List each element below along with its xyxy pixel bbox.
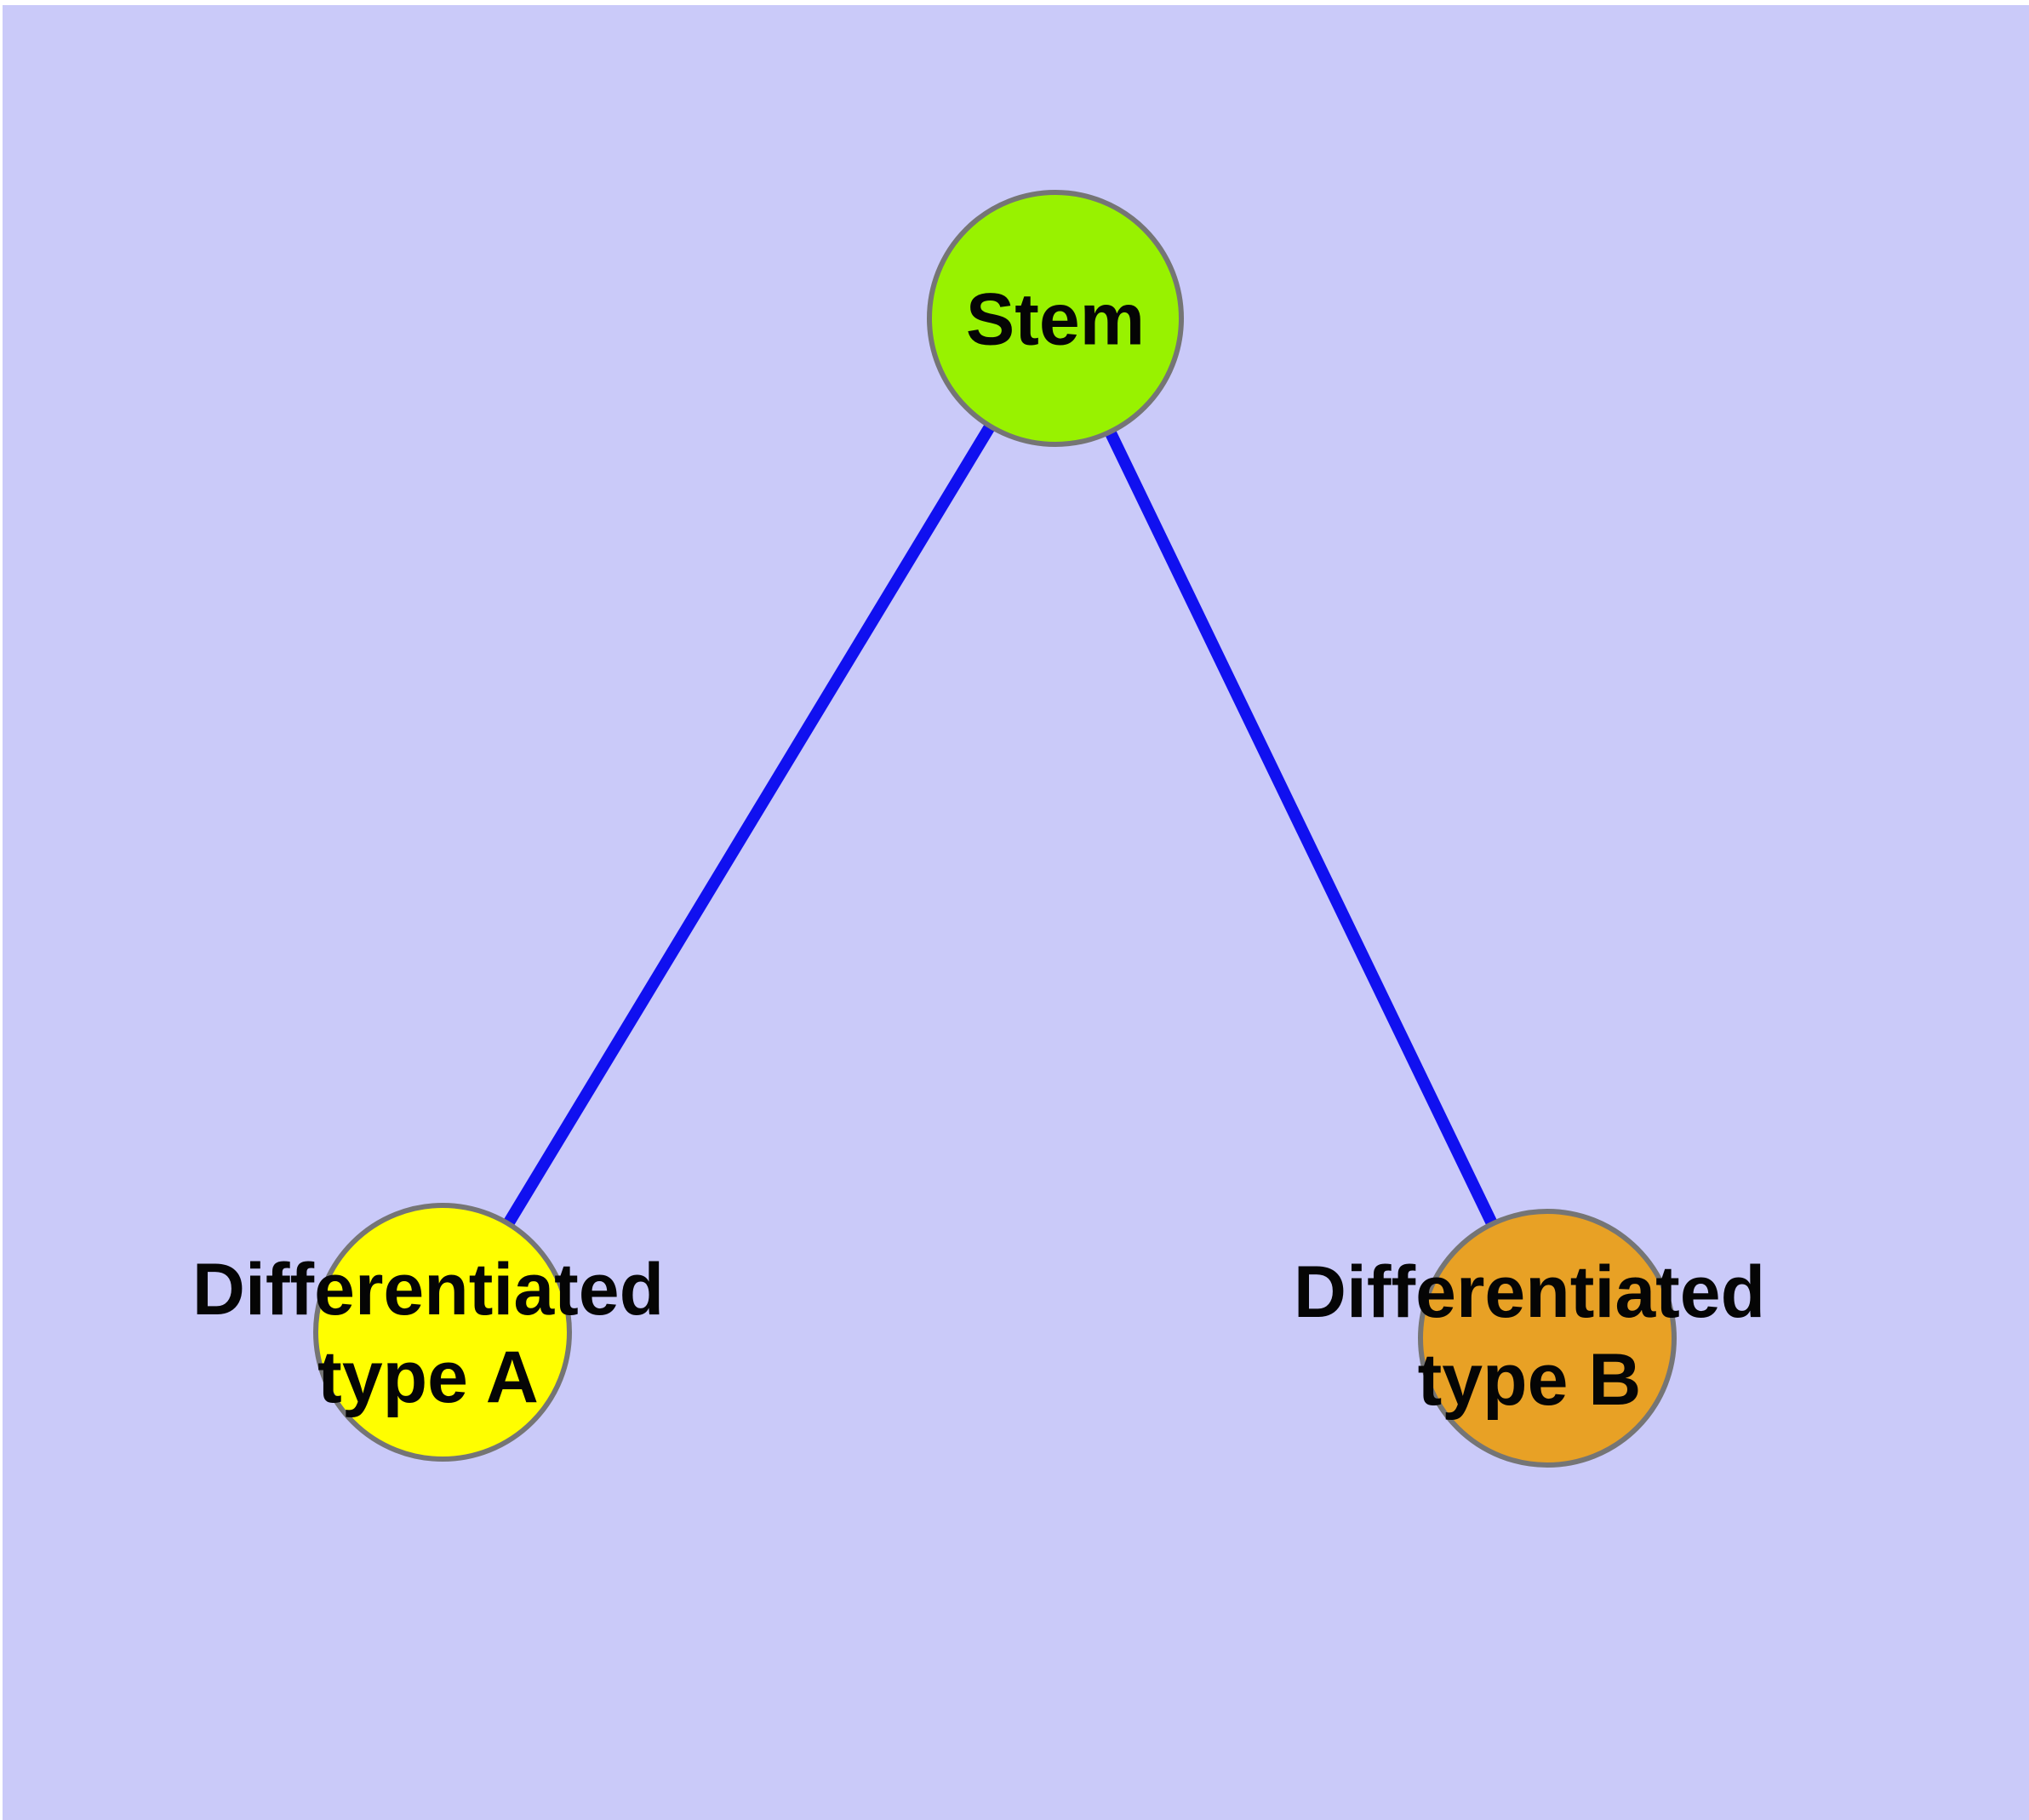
- node-differentiated-type-a: [313, 1203, 572, 1462]
- node-type-a-label-line-1: Differentiated: [191, 1248, 665, 1331]
- node-type-a-label-line-2: type A: [317, 1336, 539, 1418]
- node-type-b-label-line-2: type B: [1417, 1339, 1642, 1421]
- node-stem-label: Stem: [966, 276, 1145, 363]
- node-stem-label-line: Stem: [965, 278, 1146, 361]
- node-type-b-label: Differentiated type B: [1294, 1249, 1765, 1424]
- node-type-b-label-line-1: Differentiated: [1293, 1251, 1766, 1333]
- node-type-a-label: Differentiated type A: [192, 1246, 664, 1422]
- edge-stem-to-type-b: [1049, 315, 1553, 1342]
- node-differentiated-type-b: [1418, 1209, 1677, 1468]
- edge-stem-to-type-a: [437, 315, 1060, 1336]
- node-stem: [927, 190, 1184, 447]
